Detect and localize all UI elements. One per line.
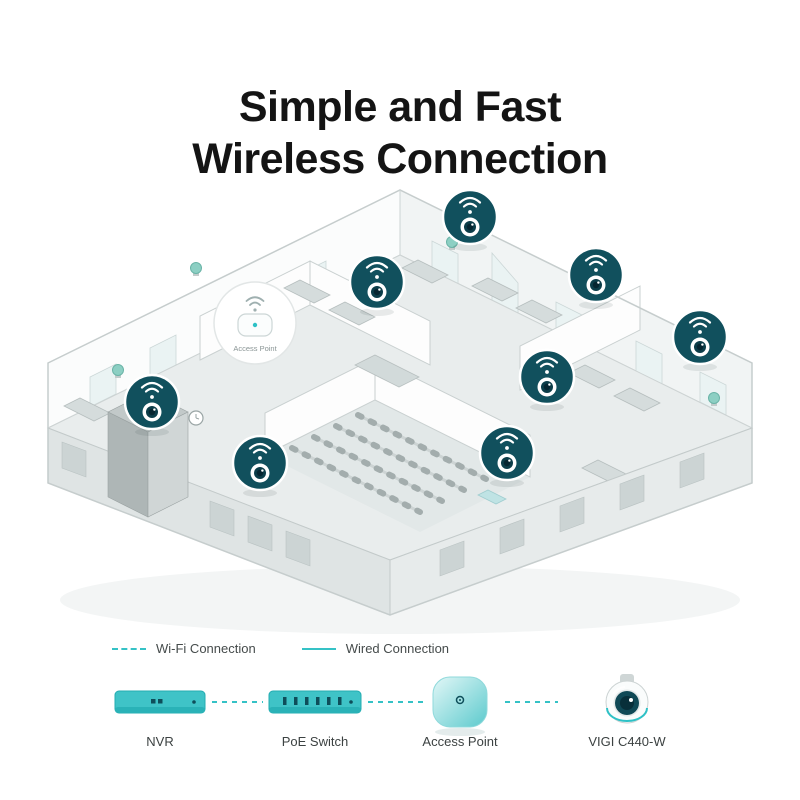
wall-clock	[188, 410, 204, 426]
auditorium-seats	[289, 412, 507, 515]
wired-solid-line-sample	[301, 647, 336, 650]
access-point-label: Access Point	[422, 734, 498, 749]
poe-switch-label: PoE Switch	[282, 734, 348, 749]
vigi-camera-icon	[605, 674, 649, 724]
access-point-diagram-label: Access Point	[233, 344, 277, 353]
title-line-1: Simple and Fast	[238, 82, 562, 131]
access-point-legend-icon	[432, 676, 488, 736]
access-point-badge: Access Point	[213, 281, 297, 365]
office-building-illustration	[46, 189, 754, 634]
legend-wired: Wired Connection	[301, 641, 450, 656]
wifi-dashed-line-sample	[112, 647, 146, 650]
page-title: Simple and Fast Wireless Connection	[0, 81, 800, 186]
title-line-2: Wireless Connection	[192, 135, 608, 184]
nvr-icon	[114, 690, 206, 714]
wifi-connection-label: Wi-Fi Connection	[156, 641, 256, 656]
legend-devices: NVR PoE Switch Access Point VIGI C440-W	[114, 674, 666, 749]
reception-desk	[354, 354, 420, 388]
poe-switch-icon	[268, 690, 362, 714]
office-diagram: Access Point	[46, 188, 754, 634]
auditorium-floor	[265, 400, 530, 532]
front-windows	[61, 441, 705, 577]
nvr-label: NVR	[146, 734, 173, 749]
legend-lines: Wi-Fi Connection Wired Connection	[112, 641, 449, 656]
vigi-camera-label: VIGI C440-W	[588, 734, 666, 749]
legend-wifi: Wi-Fi Connection	[112, 641, 256, 656]
wired-connection-label: Wired Connection	[345, 641, 450, 656]
